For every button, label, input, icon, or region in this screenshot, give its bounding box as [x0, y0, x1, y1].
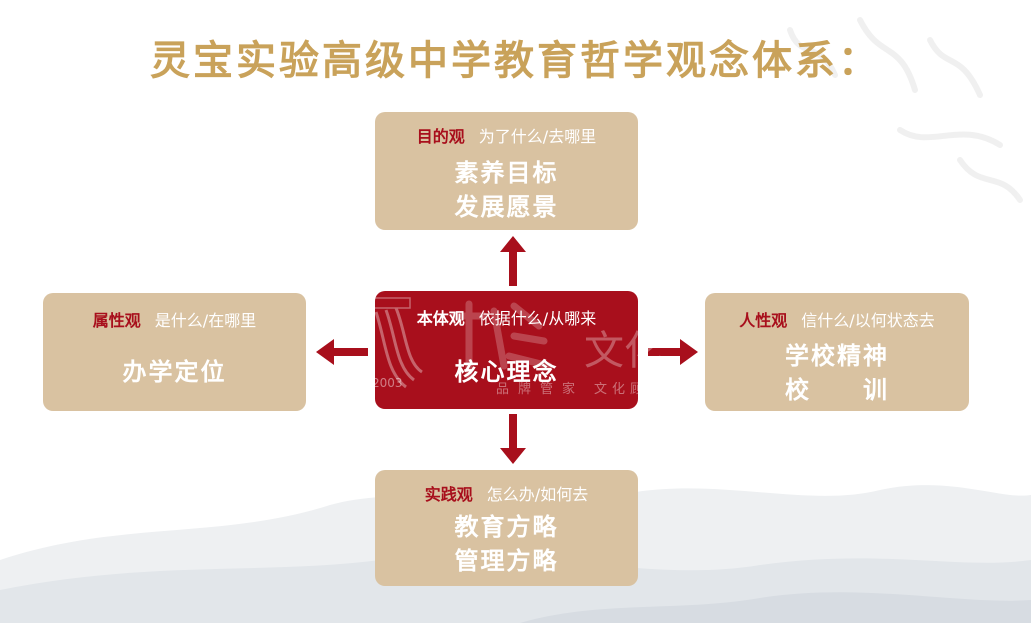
right-box-line-1: 学校精神: [785, 342, 889, 370]
center-box-question: 依据什么/从哪来: [478, 309, 597, 328]
center-box-ontology: 本体观依据什么/从哪来 核心理念: [375, 291, 638, 409]
arrow-right: [648, 339, 698, 365]
bottom-box-header: 实践观怎么办/如何去: [375, 481, 638, 505]
left-box-content: 办学定位: [43, 355, 306, 389]
right-box-content: 学校精神 校 训: [705, 339, 969, 407]
right-box-header: 人性观信什么/以何状态去: [705, 307, 969, 331]
right-box-question: 信什么/以何状态去: [801, 311, 935, 330]
center-box-line-1: 核心理念: [454, 358, 559, 386]
bottom-box-content: 教育方略 管理方略: [375, 510, 638, 578]
top-box-line-2: 发展愿景: [454, 193, 559, 221]
top-box-tag: 目的观: [416, 127, 465, 146]
top-box-line-1: 素养目标: [454, 159, 559, 187]
bottom-box-practice: 实践观怎么办/如何去 教育方略 管理方略: [375, 470, 638, 586]
bottom-box-question: 怎么办/如何去: [486, 485, 589, 504]
bottom-box-line-2: 管理方略: [454, 547, 559, 575]
left-box-header: 属性观是什么/在哪里: [43, 307, 306, 331]
left-box-line-1: 办学定位: [122, 358, 227, 386]
left-box-question: 是什么/在哪里: [154, 311, 257, 330]
top-box-header: 目的观为了什么/去哪里: [375, 123, 638, 147]
right-box-line-2: 校 训: [785, 376, 889, 404]
center-box-content: 核心理念: [375, 355, 638, 389]
arrow-up: [500, 236, 526, 286]
center-box-header: 本体观依据什么/从哪来: [375, 305, 638, 329]
arrow-down: [500, 414, 526, 464]
page-title: 灵宝实验高级中学教育哲学观念体系：: [150, 38, 881, 84]
bottom-box-line-1: 教育方略: [454, 513, 559, 541]
arrow-left: [316, 339, 368, 365]
right-box-tag: 人性观: [739, 311, 788, 330]
top-box-content: 素养目标 发展愿景: [375, 156, 638, 224]
top-box-purpose: 目的观为了什么/去哪里 素养目标 发展愿景: [375, 112, 638, 230]
left-box-tag: 属性观: [92, 311, 141, 330]
right-box-human-nature: 人性观信什么/以何状态去 学校精神 校 训: [705, 293, 969, 411]
top-box-question: 为了什么/去哪里: [478, 127, 597, 146]
center-box-tag: 本体观: [416, 309, 465, 328]
left-box-attribute: 属性观是什么/在哪里 办学定位: [43, 293, 306, 411]
bottom-box-tag: 实践观: [424, 485, 473, 504]
